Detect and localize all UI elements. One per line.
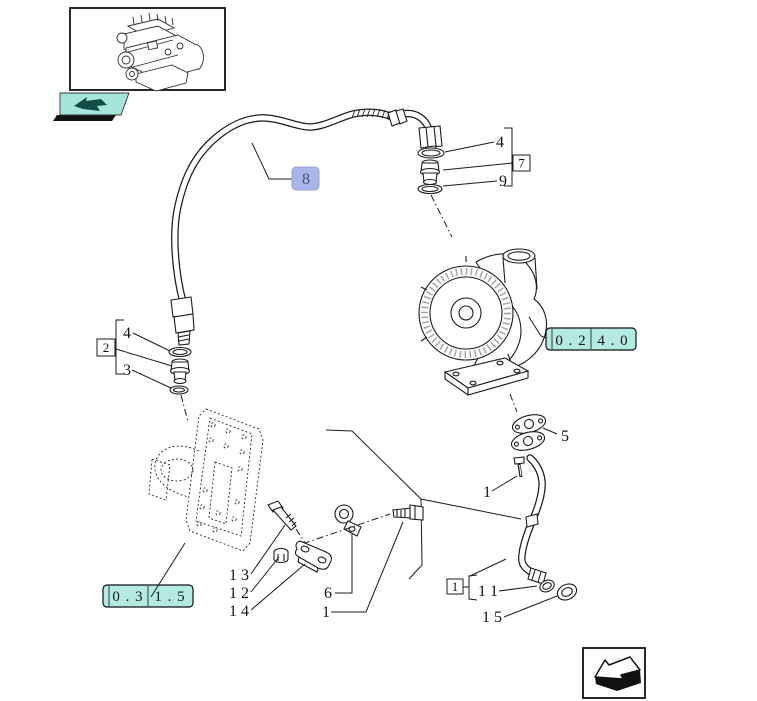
leader-9 <box>442 180 498 187</box>
centerline-to-turbo <box>430 194 453 238</box>
leader-3 <box>131 369 172 389</box>
adapter-item-7 <box>419 159 441 186</box>
leader-1-flange <box>491 475 518 492</box>
label-6: 6 <box>324 585 332 602</box>
leader-7 <box>442 162 514 171</box>
bracket-to-tube <box>469 558 507 577</box>
label-1-group: 1 <box>452 579 459 594</box>
back-arrow-icon <box>74 97 107 111</box>
leader-15 <box>503 595 558 618</box>
bracket-tube-group <box>468 574 478 601</box>
label-5: 5 <box>561 428 569 445</box>
group-box-7: 7 <box>512 154 531 172</box>
label-1-flange: 1 <box>483 484 491 501</box>
bracket-left <box>115 319 124 375</box>
leader-0240 <box>528 316 547 339</box>
drain-tube <box>518 454 547 585</box>
assembly-axis <box>295 513 391 544</box>
bolt-item-13 <box>267 500 297 531</box>
oil-cooler-phantom <box>148 408 264 552</box>
label-12: 1 2 <box>229 585 249 602</box>
engine-thumbnail <box>69 7 226 92</box>
section-code-0240-left: 0 . 2 <box>555 333 586 349</box>
leader-2 <box>115 348 173 367</box>
oring-item-11 <box>539 579 555 593</box>
label-14: 1 4 <box>229 603 249 620</box>
oil-supply-pipe <box>170 108 443 346</box>
label-2: 2 <box>103 340 110 355</box>
leader-12 <box>250 556 280 593</box>
gasket-item-5 <box>511 414 547 434</box>
centerline-to-cooler <box>180 394 189 423</box>
leader-5 <box>542 427 558 435</box>
label-4-top: 4 <box>496 134 504 151</box>
group-box-2: 2 <box>96 338 116 357</box>
reference-line-b <box>408 498 423 580</box>
union-stack-left <box>169 358 191 385</box>
label-15: 1 5 <box>482 609 502 626</box>
back-arrow-3d-icon <box>594 656 641 691</box>
label-13: 1 3 <box>229 567 249 584</box>
corner-back-button[interactable] <box>582 647 646 699</box>
oring-item-4-top <box>417 147 445 159</box>
leader-1-mid <box>331 521 404 613</box>
label-3: 3 <box>123 362 131 379</box>
leader-4-left <box>132 332 171 352</box>
section-link-0315[interactable]: 0 . 3 1 . 5 <box>102 584 194 608</box>
leader-6 <box>335 533 353 594</box>
label-11: 1 1 <box>478 583 498 600</box>
oring-item-3 <box>169 385 189 395</box>
label-1-mid: 1 <box>322 604 330 621</box>
bracket-top-right <box>504 127 513 187</box>
label-4-left: 4 <box>123 325 131 342</box>
turbocharger-drawing <box>418 248 548 413</box>
leader-13 <box>250 524 286 575</box>
reference-line-a <box>325 429 522 520</box>
nut-item-12 <box>273 547 289 564</box>
leader-14 <box>250 563 306 611</box>
oring-item-9 <box>417 183 443 195</box>
section-code-0315-right: 1 . 5 <box>154 589 185 605</box>
clamp-item-6 <box>334 504 362 537</box>
nav-back-button[interactable] <box>53 92 130 121</box>
label-7: 7 <box>518 156 525 171</box>
leader-0315 <box>150 542 186 598</box>
label-8: 8 <box>302 171 310 188</box>
label-9: 9 <box>499 173 507 190</box>
seal-item-15 <box>556 583 578 601</box>
leader-11 <box>498 585 538 592</box>
bracket-item-14 <box>294 540 332 573</box>
pipe-callout-8[interactable]: 8 <box>291 166 320 191</box>
engine-figure <box>116 12 204 92</box>
section-link-0240[interactable]: 0 . 2 4 . 0 <box>545 327 637 351</box>
oring-item-4-left <box>168 346 192 358</box>
group-box-1: 1 <box>446 578 464 595</box>
screw-item-1-mid <box>392 504 424 521</box>
section-code-0315-left: 0 . 3 <box>112 589 143 605</box>
leader-4-top <box>444 141 495 153</box>
screw-item-1-flange <box>513 456 525 478</box>
leader-8 <box>251 142 292 180</box>
section-code-0240-right: 4 . 0 <box>597 333 628 349</box>
tube-flange <box>510 431 546 451</box>
